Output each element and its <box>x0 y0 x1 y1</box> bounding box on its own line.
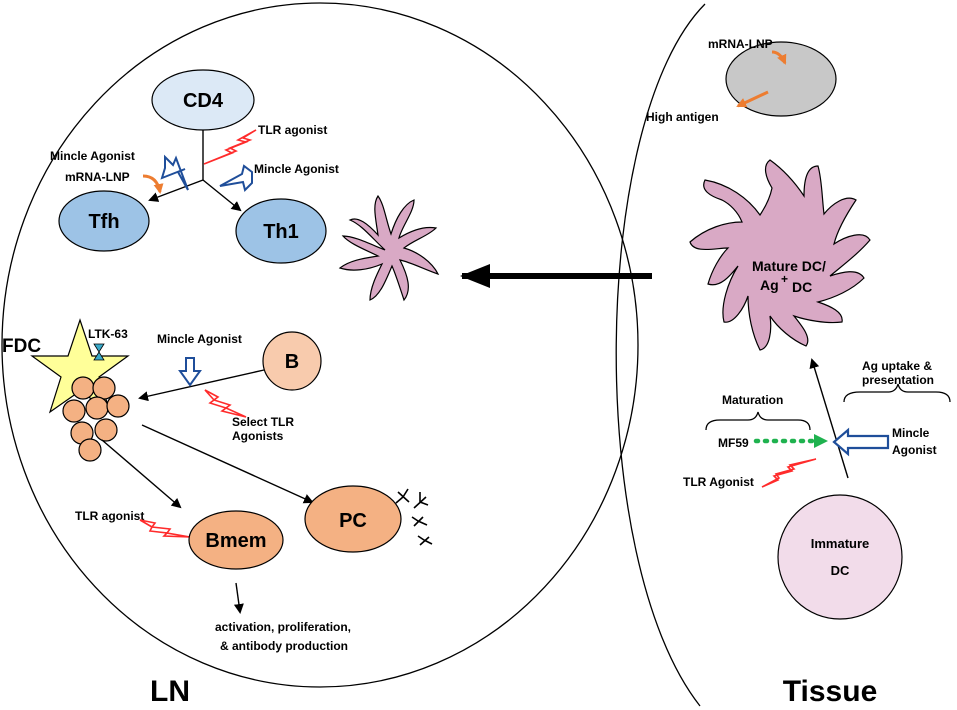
mrna-lnp-label-tfh: mRNA-LNP <box>65 170 130 184</box>
select-tlr-lightning-icon <box>204 389 247 418</box>
arrow-b-to-fdc <box>138 369 265 402</box>
maturation-brace <box>705 411 811 431</box>
pc-label: PC <box>339 510 367 532</box>
outcome-label-1: activation, proliferation, <box>215 620 351 634</box>
select-tlr-label-1: Select TLR <box>232 415 294 429</box>
fdc-label: FDC <box>2 336 41 357</box>
mf59-label: MF59 <box>718 436 749 450</box>
bmem-label: Bmem <box>205 530 266 552</box>
mincle-hollow-arrow-icon-th1 <box>219 164 253 192</box>
mrna-orange-arrow-icon-tissue <box>771 50 787 65</box>
tlr-agonist-label-bmem: TLR agonist <box>75 509 144 523</box>
maturation-label: Maturation <box>722 393 783 407</box>
ln-label: LN <box>150 675 190 708</box>
mature-dc-label-plus: + <box>781 272 788 286</box>
antigen-cluster <box>62 376 130 462</box>
arrow-to-pc <box>141 424 314 504</box>
arrow-to-bmem <box>101 439 182 509</box>
mature-dc-label-2: DC <box>792 279 812 295</box>
arrow-bmem-outcome <box>233 582 244 614</box>
mincle-hollow-arrow-icon-b <box>178 357 202 387</box>
b-label: B <box>285 351 299 373</box>
arrow-to-tfh <box>148 179 204 202</box>
immature-dc-label-2: DC <box>831 563 850 578</box>
ag-uptake-brace <box>843 383 951 403</box>
tlr-lightning-icon <box>203 129 257 165</box>
pc-cell <box>304 485 402 553</box>
bmem-cell <box>188 510 284 570</box>
tlr-lightning-icon-tissue <box>761 458 817 488</box>
outcome-label-2: & antibody production <box>220 639 348 653</box>
small-dendritic-cell <box>338 194 440 302</box>
tissue-label: Tissue <box>783 675 878 708</box>
ag-uptake-label-2: presentation <box>862 373 934 387</box>
tlr-lightning-icon-bmem <box>139 519 191 538</box>
cd4-label: CD4 <box>183 90 224 112</box>
arrow-immature-to-mature <box>809 358 849 479</box>
mature-dendritic-cell <box>689 159 871 351</box>
antibody-icons <box>395 488 433 546</box>
select-tlr-label-2: Agonists <box>232 429 284 443</box>
tlr-agonist-label-cd4: TLR agonist <box>258 123 327 137</box>
tlr-agonist-label-tissue: TLR Agonist <box>683 475 754 489</box>
ltk63-icon <box>93 343 105 353</box>
th1-label: Th1 <box>263 221 299 243</box>
arrow-to-th1 <box>202 179 242 212</box>
mincle-agonist-label-b: Mincle Agonist <box>157 332 242 346</box>
mincle-agonist-label-th1: Mincle Agonist <box>254 162 339 176</box>
immature-dc-label-1: Immature <box>811 536 870 551</box>
lymph-node-outline <box>1 2 639 688</box>
mincle-hollow-arrow-icon-tissue <box>832 427 890 457</box>
mincle-hollow-arrow-icon-tfh <box>160 154 189 191</box>
ltk63-label: LTK-63 <box>88 327 128 341</box>
immature-dendritic-cell <box>777 494 903 620</box>
mincle-label-2: Agonist <box>892 443 937 457</box>
tissue-boundary <box>615 3 706 707</box>
tfh-label: Tfh <box>88 211 119 233</box>
ltk63-icon-lower <box>93 351 105 361</box>
mincle-agonist-label-tfh: Mincle Agonist <box>50 149 135 163</box>
th1-cell <box>235 198 327 264</box>
mature-dc-label-1: Mature DC/ <box>752 258 826 274</box>
mrna-lnp-label-tissue: mRNA-LNP <box>708 37 773 51</box>
mrna-orange-arrow-icon-tfh <box>142 174 164 194</box>
high-antigen-label: High antigen <box>646 110 719 124</box>
b-cell <box>262 331 322 391</box>
high-antigen-orange-arrow-icon <box>736 90 769 108</box>
ag-uptake-label-1: Ag uptake & <box>862 359 932 373</box>
mature-dc-label-ag: Ag <box>760 277 779 293</box>
tfh-cell <box>58 190 150 252</box>
mincle-label-1: Mincle <box>892 426 930 440</box>
